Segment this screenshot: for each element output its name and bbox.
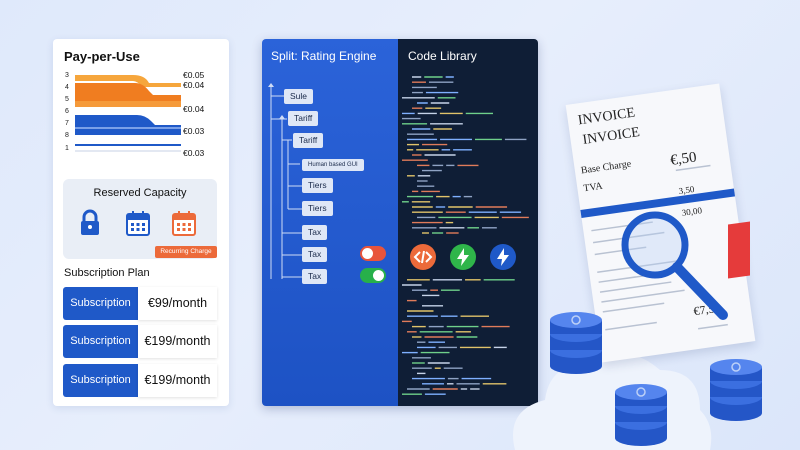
calendar-icon [126,211,150,236]
subscription-row[interactable]: Subscription €199/month [63,364,217,397]
rating-engine-title: Split: Rating Engine [271,49,377,63]
tree-node[interactable]: Tiers [302,178,333,193]
tree-node[interactable]: Tariff [288,111,319,126]
code-library-pane: Code Library [398,39,538,406]
database-icon [615,384,667,446]
row-label: 5 [65,96,69,103]
recurring-charge-badge: Recurring Charge [155,246,217,258]
tree-node[interactable]: Tax [302,269,328,284]
toggle-knob [362,248,373,259]
lock-icon [81,209,99,235]
row-label: 1 [65,145,69,152]
price-label: €0.03 [183,148,205,158]
pricing-card: Pay-per-Use 3 4 5 6 7 8 1 €0.05 €0.04 €0… [53,39,229,406]
database-icon [710,359,762,421]
row-label: 4 [65,84,69,91]
subscription-label[interactable]: Subscription [63,287,138,320]
blue-band-main [75,115,181,135]
split-panel: Split: Rating Engine Sule [262,39,538,406]
blue-band-bottom [75,144,181,146]
code-icon[interactable] [410,244,436,270]
subscription-price: €199/month [138,364,217,397]
subscription-price: €199/month [138,325,217,358]
toggle-off[interactable] [360,246,386,261]
price-label: €0.03 [183,126,205,136]
lightning-icon[interactable] [450,244,476,270]
price-label: €0.05 [183,70,205,80]
lightning-blue-icon[interactable] [490,244,516,270]
tree-node[interactable]: Tariff [293,133,324,148]
subscription-label[interactable]: Subscription [63,364,138,397]
price-label: €0.04 [183,104,205,114]
row-label: 3 [65,72,69,79]
row-label: 7 [65,120,69,127]
blue-band-light [75,127,181,129]
tree-node[interactable]: Tax [302,247,328,262]
orange-band-low [75,101,181,107]
subscription-price: €99/month [138,287,217,320]
pay-per-use-chart: 3 4 5 6 7 8 1 €0.05 €0.04 €0.04 €0.03 €0… [65,70,205,158]
calendar-orange-icon [172,211,196,236]
tree-node[interactable]: Tax [302,225,328,240]
row-label: 6 [65,108,69,115]
rating-engine-pane: Split: Rating Engine Sule [262,39,398,406]
tree-node[interactable]: Sule [284,89,314,104]
subscription-row[interactable]: Subscription €99/month [63,287,217,320]
row-label: 8 [65,132,69,139]
toggle-knob [373,270,384,281]
tree-node[interactable]: Tiers [302,201,333,216]
magnifier-icon [621,211,728,320]
orange-band-top [75,75,181,87]
code-library-title: Code Library [408,49,477,63]
database-icon [550,312,602,374]
subscription-row[interactable]: Subscription €199/month [63,325,217,358]
tree-node[interactable]: Human based GUI [302,159,364,171]
reserved-capacity-title: Reserved Capacity [93,187,187,199]
price-label: €0.04 [183,80,205,90]
subscription-plan-title: Subscription Plan [64,267,150,279]
subscription-label[interactable]: Subscription [63,325,138,358]
pay-per-use-title: Pay-per-Use [64,49,140,64]
tree-connectors [268,83,302,279]
toggle-on[interactable] [360,268,386,283]
reserved-capacity-box: Reserved Capacity [63,179,217,259]
code-lines [402,76,529,395]
